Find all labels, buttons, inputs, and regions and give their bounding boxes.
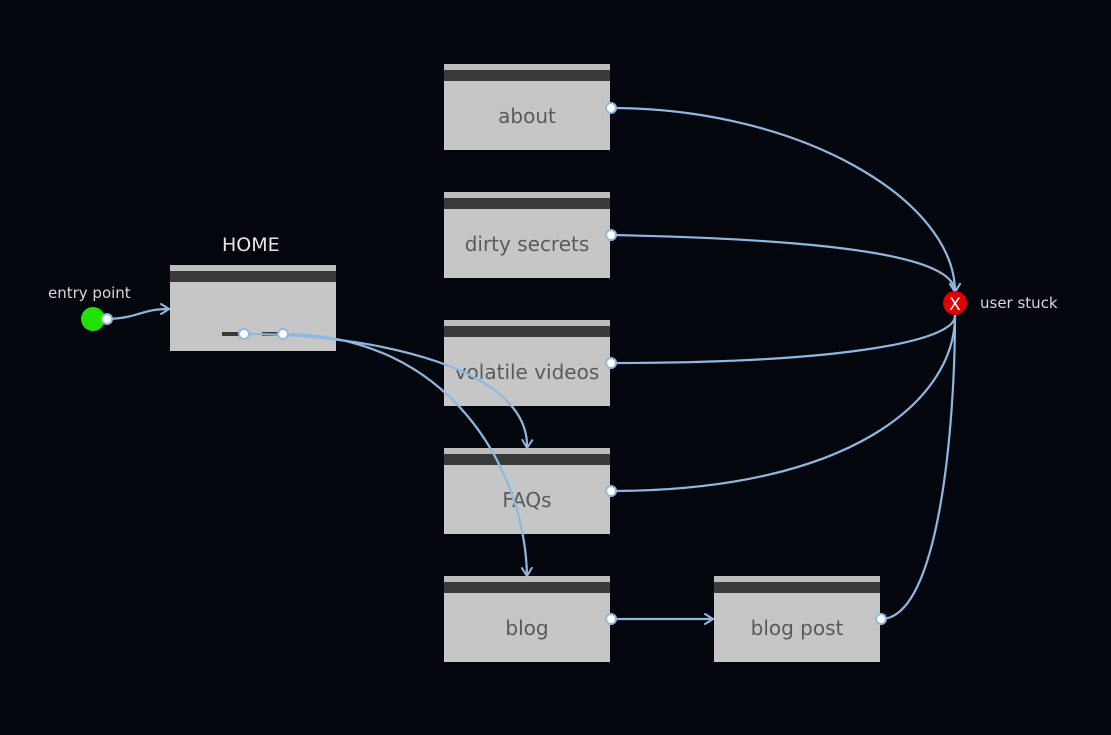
node-header-strip [444,320,610,326]
node-header-strip [444,192,610,198]
volatile-videos-label: volatile videos [454,360,600,384]
faqs-node[interactable]: FAQs [444,448,610,534]
home-link-stub [222,332,244,336]
node-header-bar [444,326,610,337]
blog-post-node[interactable]: blog post [714,576,880,662]
home-link-stub [262,332,282,336]
user-stuck-label: user stuck [980,294,1058,312]
about-label: about [498,104,556,128]
node-header-bar [444,70,610,81]
blog-post-label: blog post [750,616,844,640]
faqs-label: FAQs [502,488,552,512]
node-header-bar [170,271,336,282]
dirty-secrets-label: dirty secrets [464,232,590,256]
home-title: HOME [222,234,280,256]
entry-point-icon [81,307,105,331]
link-faqs-to-stuck [609,314,957,493]
node-header-strip [444,576,610,582]
home-node[interactable] [170,265,336,351]
node-header-bar [444,582,610,593]
node-header-strip [714,576,880,582]
link-blog-post-to-stuck [879,314,957,621]
node-header-bar [444,198,610,209]
blog-label: blog [505,616,549,640]
node-header-strip [170,265,336,271]
user-stuck-icon [943,291,967,315]
link-entry-to-home [105,303,171,321]
user-stuck-glyph: X [949,295,961,315]
link-volatile-videos-to-stuck [609,314,957,365]
volatile-videos-node[interactable]: volatile videos [444,320,610,406]
node-header-strip [444,64,610,70]
node-header-bar [444,454,610,465]
entry-out-port [101,313,113,325]
link-dirty-secrets-to-stuck [609,233,961,294]
blog-node[interactable]: blog [444,576,610,662]
link-about-to-stuck [609,106,961,294]
dirty-secrets-node[interactable]: dirty secrets [444,192,610,278]
node-header-bar [714,582,880,593]
entry-point-label: entry point [48,284,131,302]
about-node[interactable]: about [444,64,610,150]
